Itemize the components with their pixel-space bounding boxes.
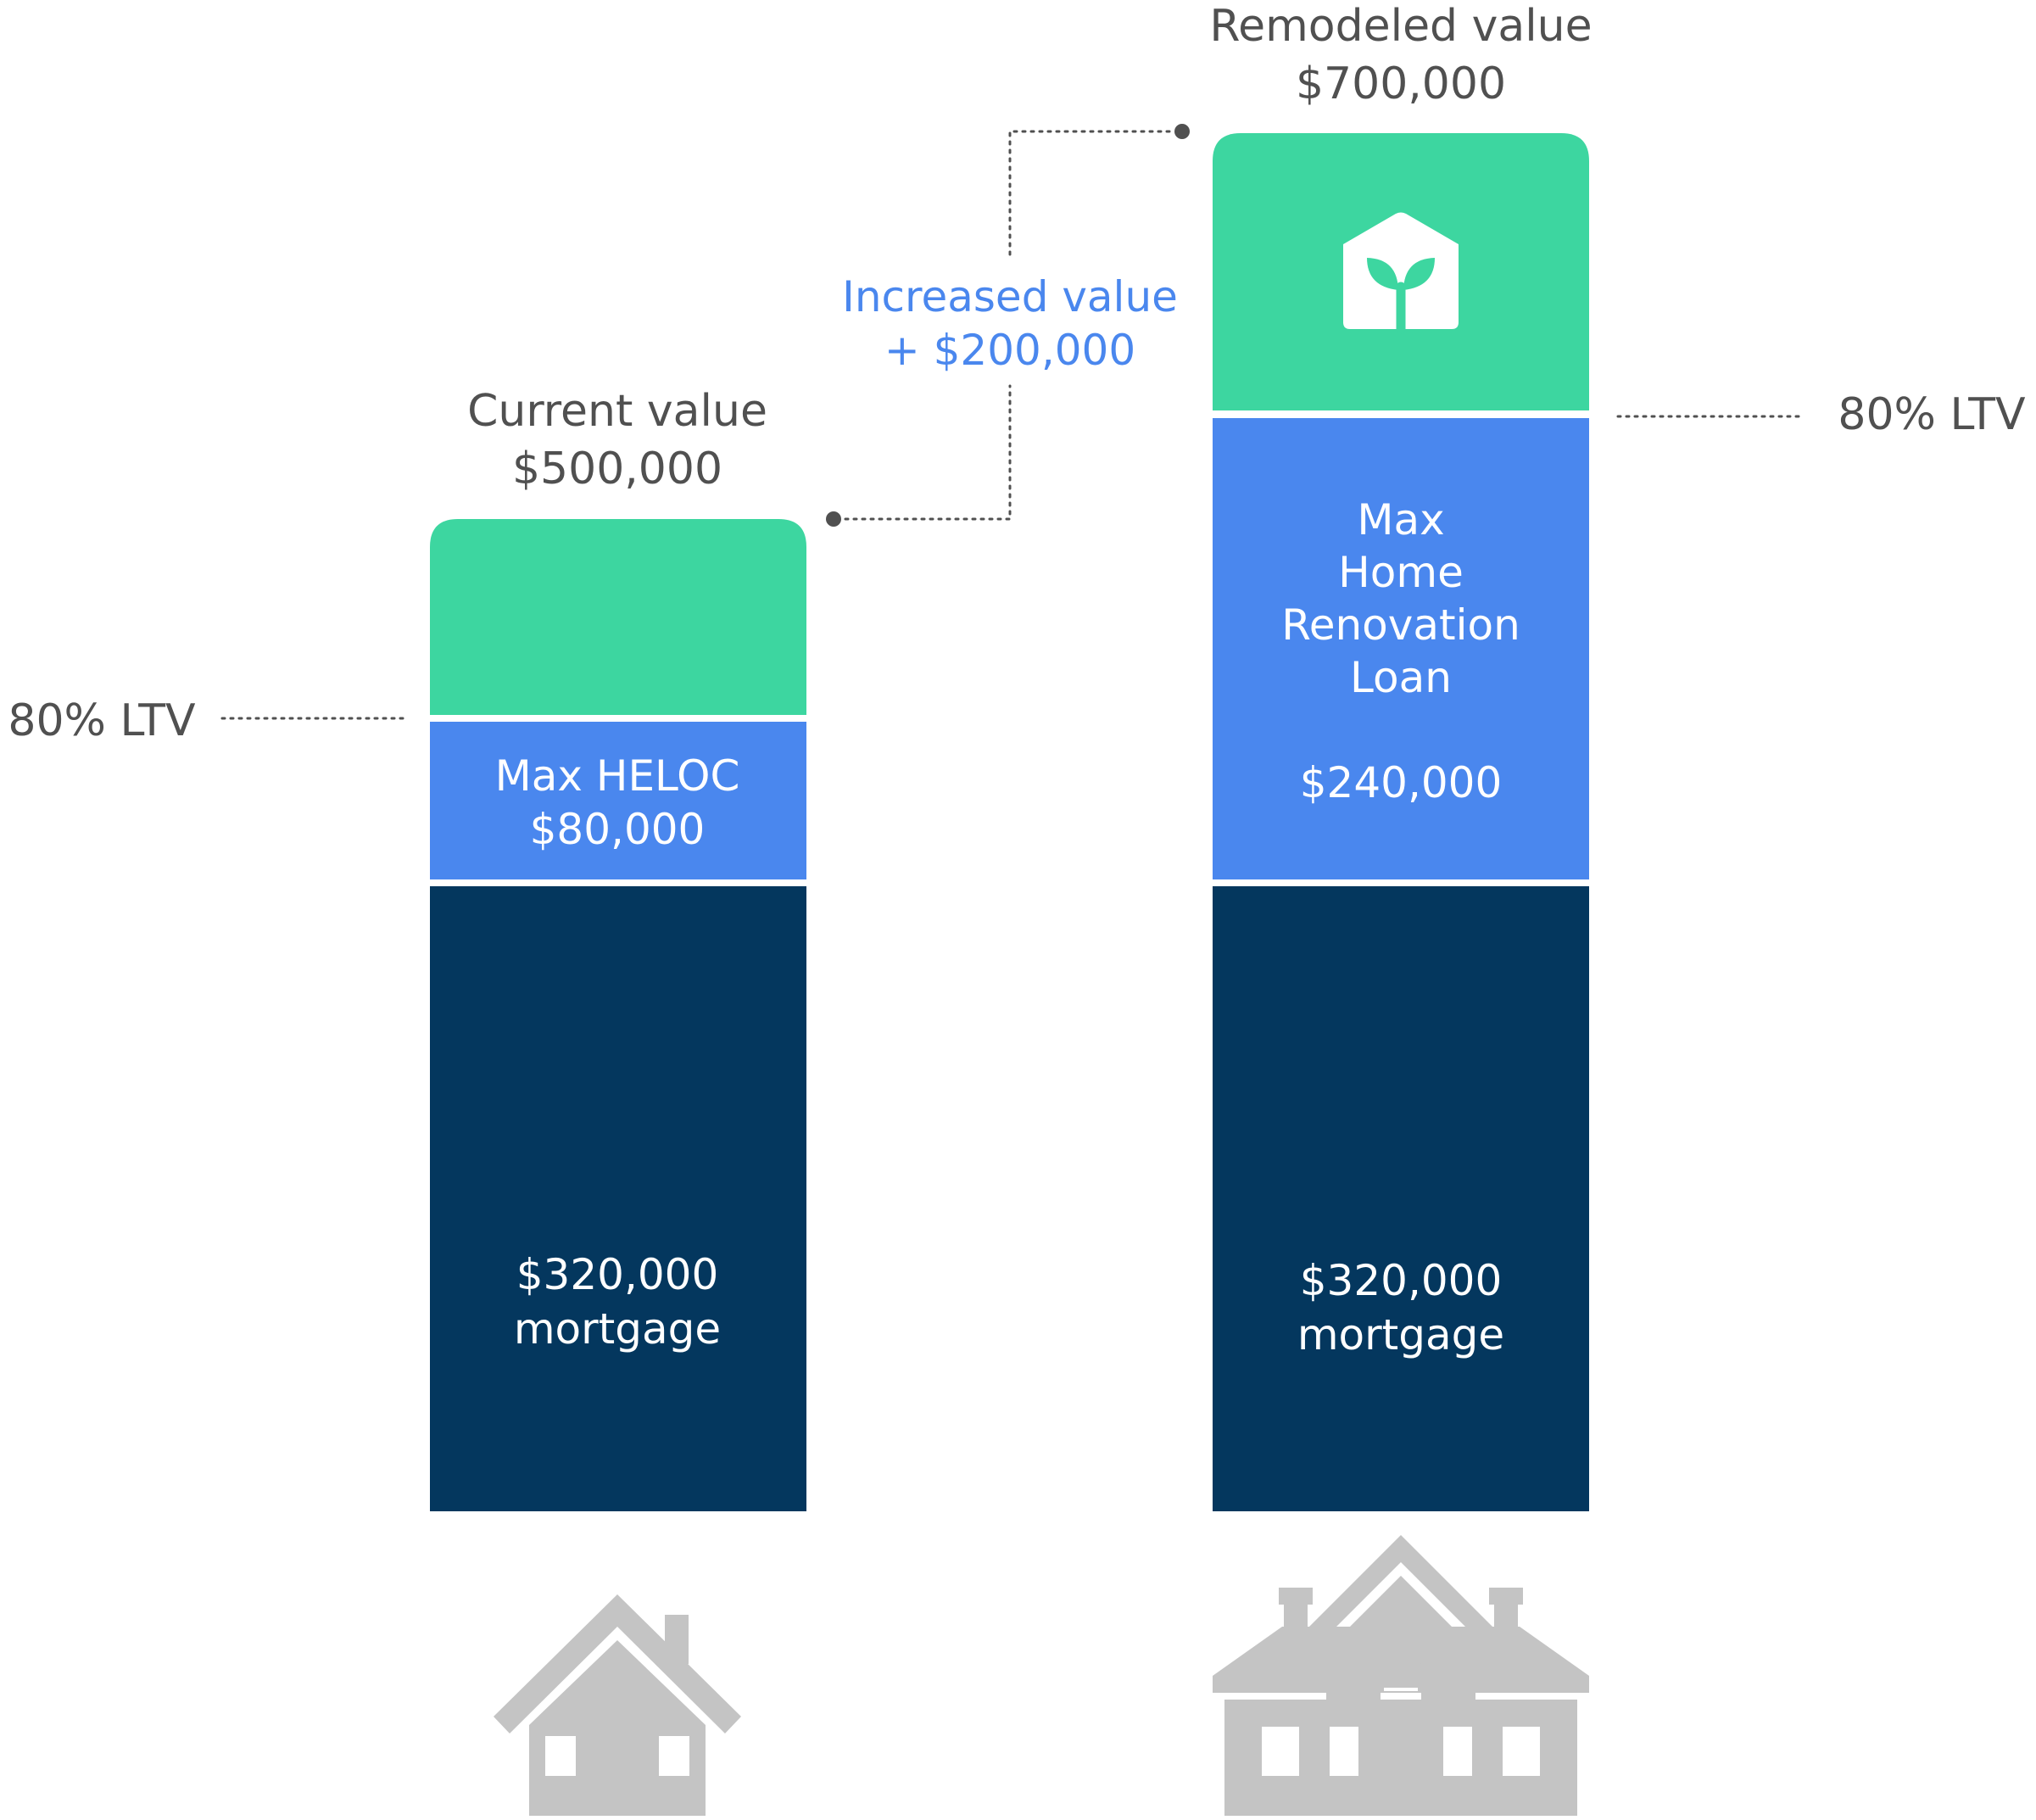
current-equity-segment <box>430 519 806 715</box>
current-value: $500,000 <box>512 444 722 494</box>
large-house-icon <box>1213 1535 1589 1816</box>
remodeled-ltv-label: 80% LTV <box>1838 389 2026 440</box>
small-house-icon <box>494 1594 741 1816</box>
remodeled-loan-line3: Renovation <box>1281 600 1520 650</box>
remodeled-bar <box>1213 133 1589 1511</box>
remodeled-loan-line2: Home <box>1338 548 1464 597</box>
current-heloc-value: $80,000 <box>530 805 706 854</box>
remodeled-mortgage-segment <box>1213 886 1589 1511</box>
house-sprout-icon <box>1343 212 1459 334</box>
current-heloc-segment <box>430 722 806 879</box>
remodeled-loan-value: $240,000 <box>1300 758 1503 807</box>
remodeled-loan-line4: Loan <box>1350 653 1452 702</box>
remodeled-mortgage-value: $320,000 <box>1300 1256 1503 1305</box>
current-mortgage-label: mortgage <box>514 1304 721 1354</box>
current-title: Current value <box>467 386 767 437</box>
connector-end-dot <box>1174 124 1190 139</box>
connector-start-dot <box>826 511 841 527</box>
current-ltv-label: 80% LTV <box>8 695 196 746</box>
current-mortgage-value: $320,000 <box>516 1250 719 1299</box>
increase-connector <box>826 124 1190 527</box>
remodeled-loan-segment <box>1213 418 1589 879</box>
increase-label: Increased value <box>842 272 1178 321</box>
current-heloc-label: Max HELOC <box>495 751 740 801</box>
remodeled-title: Remodeled value <box>1209 1 1592 52</box>
remodeled-value: $700,000 <box>1296 59 1506 109</box>
current-mortgage-segment <box>430 886 806 1511</box>
remodeled-loan-line1: Max <box>1357 495 1444 544</box>
increase-value: + $200,000 <box>884 326 1135 375</box>
remodeled-mortgage-label: mortgage <box>1297 1310 1504 1359</box>
current-bar <box>430 519 806 1511</box>
